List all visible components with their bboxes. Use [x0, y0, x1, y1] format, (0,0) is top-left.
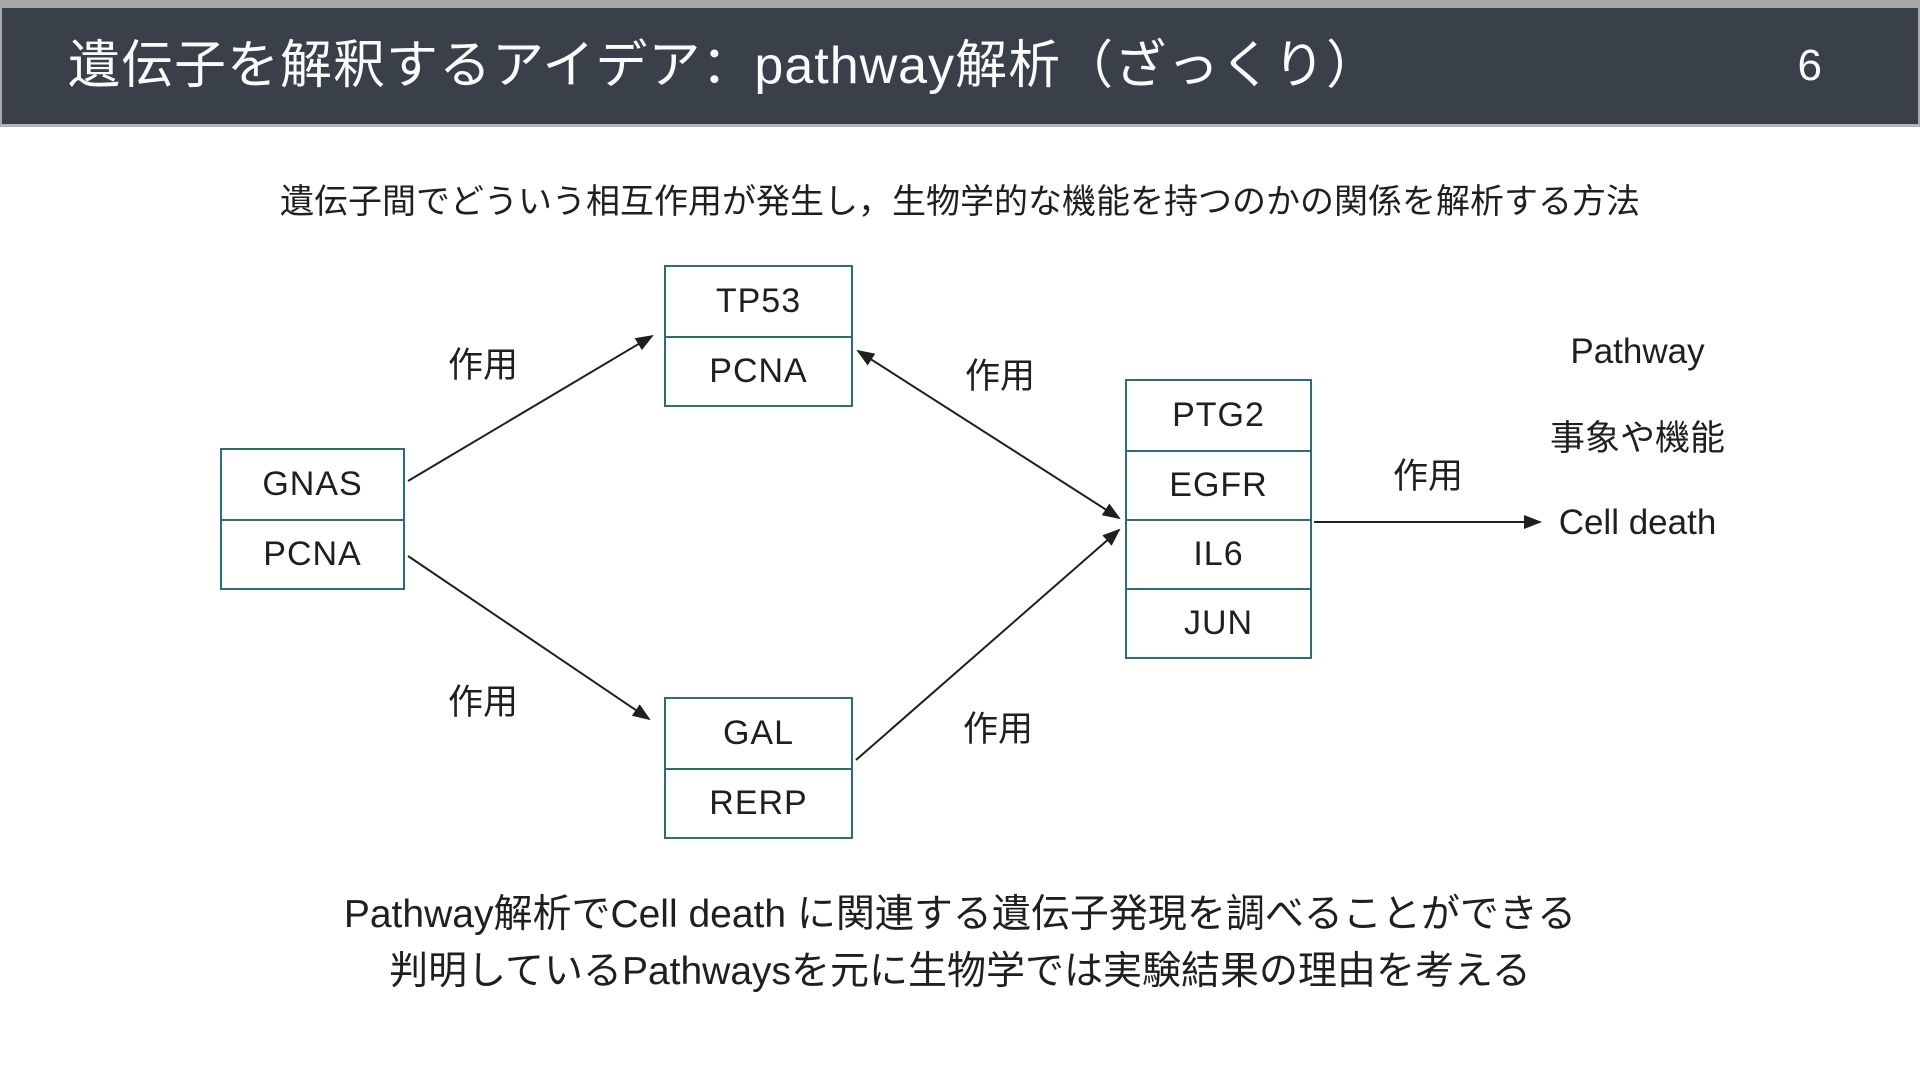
- annotation-pathway-subtitle: 事象や機能: [1549, 419, 1725, 458]
- gene-cell-ptg2: PTG2: [1172, 396, 1265, 434]
- edge-label-pathway-outcome: 作用: [1392, 457, 1463, 496]
- gene-box-upper: TP53 PCNA: [664, 265, 853, 407]
- edge-label-lower-pathway: 作用: [962, 710, 1033, 749]
- annotation-pathway-title: Pathway: [1570, 332, 1705, 371]
- slide-header: 遺伝子を解釈するアイデア：pathway解析（ざっくり） 6: [0, 8, 1920, 127]
- gene-cell-jun: JUN: [1127, 588, 1310, 657]
- gene-cell-gal: GAL: [722, 714, 795, 752]
- footer-line-1: Pathway解析でCell death に関連する遺伝子発現を調べることができ…: [343, 893, 1577, 936]
- page-number: 6: [1797, 41, 1822, 90]
- annotation-outcome-cell-death: Cell death: [1558, 503, 1717, 542]
- gene-cell-pcna-source: PCNA: [222, 519, 403, 588]
- gene-cell-rerp: RERP: [666, 768, 851, 837]
- edge-label-upper-pathway: 作用: [964, 357, 1035, 396]
- footer-line-2: 判明しているPathwaysを元に生物学では実験結果の理由を考える: [389, 950, 1531, 993]
- gene-cell-gnas: GNAS: [262, 465, 363, 503]
- subtitle: 遺伝子間でどういう相互作用が発生し，生物学的な機能を持つのかの関係を解析する方法: [280, 183, 1640, 221]
- footer-notes: Pathway解析でCell death に関連する遺伝子発現を調べることができ…: [0, 886, 1920, 1000]
- edge-label-source-lower: 作用: [447, 683, 518, 722]
- slide-top-border: [0, 0, 1920, 8]
- gene-box-pathway: PTG2 EGFR IL6 JUN: [1125, 379, 1312, 659]
- gene-box-source: GNAS PCNA: [220, 448, 405, 590]
- gene-box-lower: GAL RERP: [664, 697, 853, 839]
- gene-cell-egfr: EGFR: [1127, 450, 1310, 519]
- gene-cell-tp53: TP53: [715, 282, 802, 320]
- edge-label-source-upper: 作用: [447, 346, 518, 385]
- slide-title: 遺伝子を解釈するアイデア：pathway解析（ざっくり）: [68, 37, 1380, 95]
- gene-cell-pcna-upper: PCNA: [666, 336, 851, 405]
- gene-cell-il6: IL6: [1127, 519, 1310, 588]
